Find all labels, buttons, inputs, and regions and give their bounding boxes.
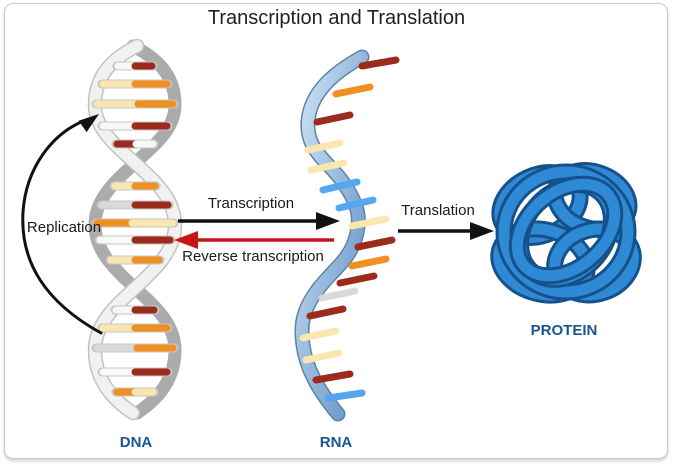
protein-loop	[511, 178, 621, 282]
rna-base-peg	[354, 236, 396, 251]
diagram-title: Transcription and Translation	[207, 7, 466, 29]
rna-base-peg	[324, 389, 366, 402]
protein-molecule	[490, 162, 642, 304]
rna-strand	[294, 49, 400, 422]
rna-base-peg	[336, 272, 378, 287]
rna-base-peg	[299, 327, 340, 342]
rna-base-peg	[306, 305, 347, 320]
rna-ribbon	[295, 51, 368, 420]
rna-bases	[299, 56, 400, 402]
rna-base-peg	[304, 139, 344, 154]
rna-base-peg	[302, 349, 343, 364]
rna-base-peg	[318, 287, 359, 302]
replication-arc	[21, 118, 103, 335]
translation-arrowhead	[470, 222, 494, 240]
translation-arrow	[398, 222, 494, 240]
rna-base-peg	[307, 159, 348, 174]
rna-base-peg	[313, 111, 354, 126]
reverse-transcription-arrowhead	[174, 231, 198, 249]
rna-base-peg	[358, 56, 400, 70]
reverse-transcription-arrow	[174, 231, 334, 249]
protein-label: PROTEIN	[530, 322, 598, 339]
translation-label: Translation	[401, 202, 475, 219]
rna-label: RNA	[319, 434, 353, 451]
rna-base-peg	[348, 215, 390, 230]
rna-base-peg	[319, 178, 361, 194]
protein-loop	[498, 166, 634, 298]
rna-base-peg	[348, 255, 390, 270]
replication-arrowhead	[78, 114, 99, 133]
transcription-arrow	[178, 212, 340, 230]
rna-base-peg	[332, 83, 374, 98]
reverse-transcription-label: Reverse transcription	[182, 248, 324, 265]
replication-label: Replication	[26, 219, 102, 236]
rna-base-peg	[335, 196, 377, 212]
transcription-label: Transcription	[207, 195, 295, 212]
dna-label: DNA	[119, 434, 153, 451]
dna-base-pairs	[91, 61, 179, 397]
dna-helix	[87, 38, 183, 421]
replication-arrow	[21, 114, 103, 335]
rna-base-peg	[312, 370, 354, 384]
transcription-arrowhead	[316, 212, 340, 230]
